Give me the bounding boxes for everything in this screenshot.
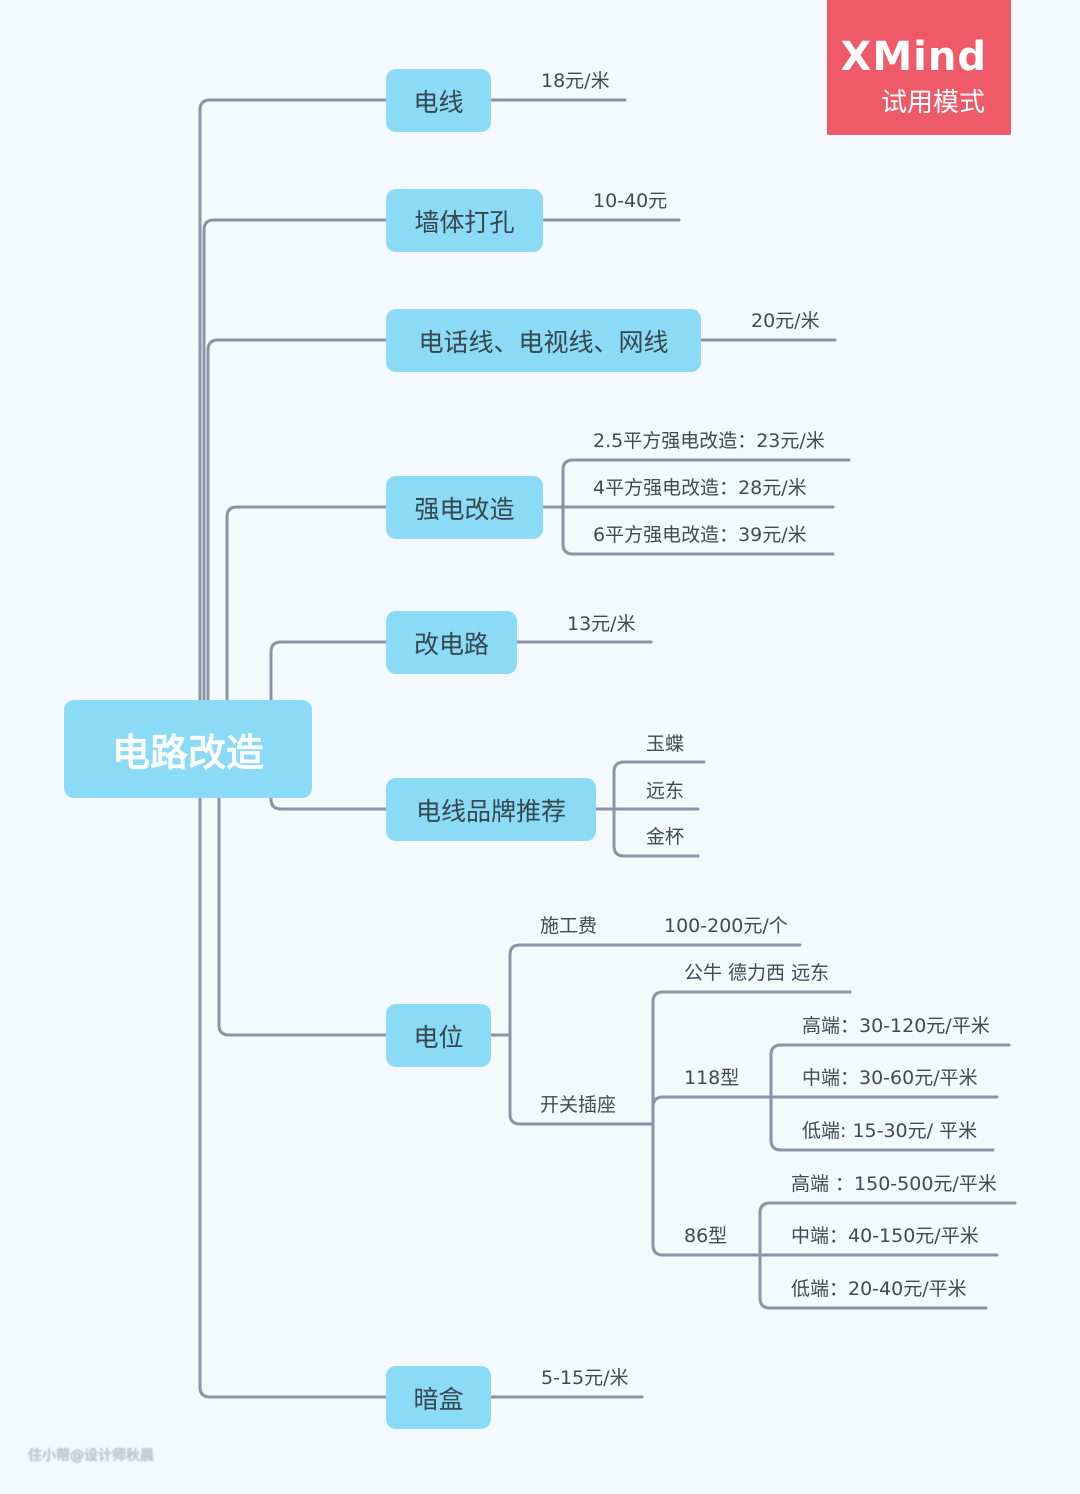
connector-root-junction-box [198,796,388,1399]
leaf-brand-yudie[interactable]: 玉蝶 [646,733,685,755]
topic-rewire[interactable]: 改电路 [386,611,517,674]
topic-junction-box[interactable]: 暗盒 [386,1366,491,1429]
leaf-118-high[interactable]: 高端：30-120元/平米 [802,1015,990,1037]
leaf-strong-2-5[interactable]: 2.5平方强电改造：23元/米 [593,430,825,452]
topic-wall-drilling[interactable]: 墙体打孔 [386,189,543,252]
topic-wire[interactable]: 电线 [386,69,491,132]
leaf-brand-jinbei[interactable]: 金杯 [646,826,685,848]
leaf-86-low[interactable]: 低端：20-40元/平米 [791,1278,967,1300]
leaf-socket-brands[interactable]: 公牛 德力西 远东 [684,962,830,984]
connector-brand-bracket [612,760,706,858]
leaf-construction-fee-price[interactable]: 100-200元/个 [664,915,788,937]
leaf-strong-4[interactable]: 4平方强电改造：28元/米 [593,477,807,499]
connector-strong-bracket [561,458,851,556]
watermark: 住小帮@设计师秋晨 [28,1448,154,1464]
connector-root-strong-current [225,505,388,702]
leaf-brand-yuandong[interactable]: 远东 [646,780,685,802]
connector-root-drilling [202,218,388,702]
connector-outlet-bracket [508,943,802,1126]
leaf-rewire-price[interactable]: 13元/米 [567,613,636,635]
leaf-118-mid[interactable]: 中端：30-60元/平米 [802,1067,978,1089]
subtopic-type-118[interactable]: 118型 [684,1067,740,1089]
leaf-junction-box-price[interactable]: 5-15元/米 [541,1367,629,1389]
subtopic-switch-socket[interactable]: 开关插座 [540,1094,617,1116]
topic-strong-current[interactable]: 强电改造 [386,476,543,539]
connector-root-outlet [217,796,388,1037]
connector-118-bracket [769,1043,1011,1152]
subtopic-construction-fee[interactable]: 施工费 [540,915,598,937]
trial-mode-badge: XMind 试用模式 [827,0,1011,135]
leaf-wire-price[interactable]: 18元/米 [541,70,610,92]
leaf-telecom-price[interactable]: 20元/米 [751,310,820,332]
connector-root-telecom [206,338,388,702]
connector-socket-bracket [651,990,852,1257]
leaf-118-low[interactable]: 低端: 15-30元/ 平米 [802,1120,978,1142]
xmind-logo: XMind [840,34,987,80]
subtopic-type-86[interactable]: 86型 [684,1225,728,1247]
trial-mode-label: 试用模式 [880,88,985,118]
leaf-86-high[interactable]: 高端 ：150-500元/平米 [791,1173,997,1195]
connector-root-wire [198,98,388,702]
connector-root-rewire [269,640,388,702]
connector-86-bracket [758,1201,1017,1310]
topic-telecom-lines[interactable]: 电话线、电视线、网线 [386,309,701,372]
root-topic[interactable]: 电路改造 [64,700,312,798]
topic-outlet-point[interactable]: 电位 [386,1004,491,1067]
leaf-86-mid[interactable]: 中端：40-150元/平米 [791,1225,979,1247]
leaf-drilling-price[interactable]: 10-40元 [593,190,668,212]
connector-root-brands [269,796,388,811]
leaf-strong-6[interactable]: 6平方强电改造：39元/米 [593,524,807,546]
topic-wire-brands[interactable]: 电线品牌推荐 [386,778,596,841]
